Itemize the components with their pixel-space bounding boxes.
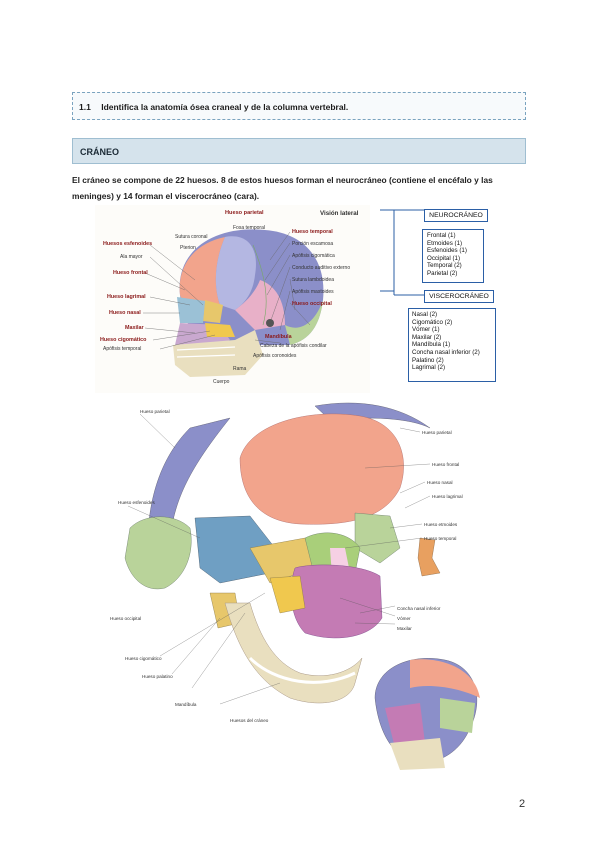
label-apofisis-coronoides: Apófisis coronoides	[253, 353, 297, 359]
section-title: CRÁNEO	[72, 138, 526, 164]
intro-paragraph: El cráneo se compone de 22 huesos. 8 de …	[72, 172, 532, 204]
list-item: Temporal (2)	[427, 262, 462, 270]
list-item: Cigomático (2)	[412, 318, 453, 326]
label-esfenoides: Hueso esfenoides	[118, 500, 155, 505]
label-hueso-cigomatico: Hueso cigomático	[100, 337, 147, 343]
lateral-title: Visión lateral	[320, 210, 359, 217]
list-item: Esfenoides (1)	[427, 247, 467, 255]
label-hueso-lagrimal: Hueso lagrimal	[107, 294, 146, 300]
list-item: Nasal (2)	[412, 311, 438, 318]
neurocraneo-title: NEUROCRÁNEO	[424, 209, 488, 222]
list-item: Vómer (1)	[412, 326, 440, 334]
label-apofisis-temporal: Apófisis temporal	[103, 346, 141, 352]
list-item: Parietal (2)	[427, 269, 458, 277]
label-porcion-escamosa: Porción escamosa	[292, 241, 333, 247]
label-huesos-esfenoides: Huesos esfenoides	[103, 241, 152, 247]
label-fosa-temporal: Fosa temporal	[233, 225, 265, 231]
list-item: Concha nasal inferior (2)	[412, 348, 480, 356]
label-maxilar: Maxilar	[397, 626, 412, 631]
list-item: Etmoides (1)	[427, 239, 463, 247]
objective-box: 1.1 Identifica la anatomía ósea craneal …	[72, 92, 526, 120]
intro-line-2: meninges) y 14 forman el viscerocráneo (…	[72, 191, 260, 201]
label-maxilar: Maxilar	[125, 325, 144, 331]
list-item: Lagrimal (2)	[412, 364, 446, 372]
label-hueso-temporal: Hueso temporal	[292, 229, 333, 235]
label-palatino: Hueso palatino	[142, 674, 173, 679]
label-cabeza-condilar: Cabeza de la apófisis condilar	[260, 343, 327, 349]
label-sutura-lambdoidea: Sutura lambdoidea	[292, 277, 334, 283]
classification-connectors	[380, 209, 424, 296]
label-frontal: Hueso frontal	[432, 462, 459, 467]
skull-exploded-figure: Hueso parietal Hueso parietal Hueso fron…	[110, 402, 480, 770]
viscerocraneo-list: Nasal (2) Cigomático (2) Vómer (1) Maxil…	[408, 308, 496, 382]
skull-lateral-figure: Visión lateral Hueso parietal Sutura cor…	[95, 205, 370, 393]
intro-line-1: El cráneo se compone de 22 huesos. 8 de …	[72, 175, 493, 185]
label-mandibula: Mandíbula	[175, 702, 197, 707]
objective-number: 1.1	[79, 102, 91, 112]
label-parietal-left: Hueso parietal	[140, 409, 170, 414]
label-huesos-craneo: Huesos del cráneo	[230, 718, 269, 723]
label-cuerpo: Cuerpo	[213, 379, 230, 385]
label-cigomatico: Hueso cigomático	[125, 656, 162, 661]
label-etmoides: Hueso etmoides	[424, 522, 458, 527]
label-sutura-coronal: Sutura coronal	[175, 234, 208, 240]
label-occipital: Hueso occipital	[110, 616, 141, 621]
list-item: Maxilar (2)	[412, 333, 442, 341]
list-item: Palatino (2)	[412, 356, 444, 364]
label-apofisis-mastoides: Apófisis mastoides	[292, 289, 334, 295]
objective-text: Identifica la anatomía ósea craneal y de…	[101, 102, 349, 112]
label-nasal: Hueso nasal	[427, 480, 453, 485]
label-concha-nasal: Concha nasal inferior	[397, 606, 441, 611]
label-lagrimal: Hueso lagrimal	[432, 494, 463, 499]
label-parietal-right: Hueso parietal	[422, 430, 452, 435]
label-hueso-parietal: Hueso parietal	[225, 210, 264, 216]
label-mandibula: Mandíbula	[265, 334, 293, 340]
page-number: 2	[519, 798, 526, 810]
label-conducto-auditivo: Conducto auditivo externo	[292, 265, 350, 271]
label-hueso-occipital: Hueso occipital	[292, 301, 332, 307]
label-apofisis-cigomatica: Apófisis cigomática	[292, 253, 335, 259]
label-temporal: Hueso temporal	[424, 536, 456, 541]
list-item: Mandíbula (1)	[412, 341, 451, 349]
label-rama: Rama	[233, 366, 247, 372]
list-item: Occipital (1)	[427, 254, 461, 262]
viscerocraneo-title: VISCEROCRÁNEO	[424, 290, 494, 303]
neurocraneo-list: Frontal (1) Etmoides (1) Esfenoides (1) …	[422, 229, 484, 283]
label-hueso-nasal: Hueso nasal	[109, 310, 141, 316]
list-item: Frontal (1)	[427, 232, 456, 239]
label-ala-mayor: Ala mayor	[120, 254, 143, 260]
label-hueso-frontal: Hueso frontal	[113, 270, 148, 276]
label-vomer: Vómer	[397, 616, 411, 621]
label-pterion: Pterion	[180, 245, 196, 251]
